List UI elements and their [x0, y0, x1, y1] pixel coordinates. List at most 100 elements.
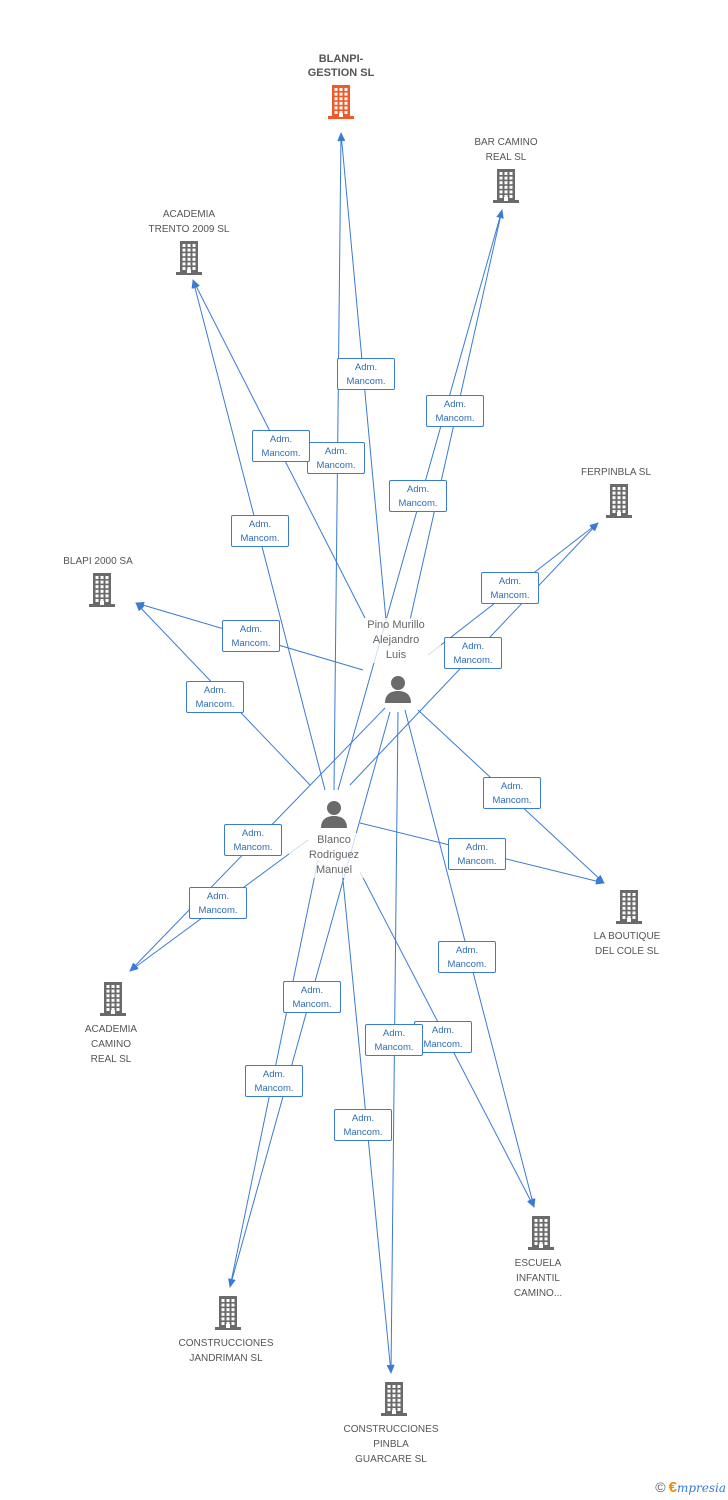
edge-label-pino-academia_camino[interactable]: Adm.Mancom.	[224, 824, 282, 856]
company-label-line: ACADEMIA	[162, 209, 216, 220]
edge-label-line: Mancom.	[398, 498, 438, 509]
edge-label-line: Mancom.	[457, 856, 497, 867]
edge-label-line: Mancom.	[435, 413, 475, 424]
edge-label-blanco-blapi[interactable]: Adm. Mancom.	[186, 681, 244, 713]
company-label-line: INFANTIL	[516, 1273, 560, 1284]
edge-label-line: Mancom.	[292, 999, 332, 1010]
edge-label-pino-escuela[interactable]: Adm.Mancom.	[414, 1021, 472, 1053]
edge-label-blanco-la_boutique[interactable]: Adm. Mancom.	[448, 838, 506, 870]
company-label-line: GUARCARE SL	[355, 1454, 427, 1465]
building-icon[interactable]	[526, 1216, 556, 1255]
edge-label-line: Mancom.	[240, 533, 280, 544]
edge-label-pino-blanpi[interactable]: Adm.Mancom.	[337, 358, 395, 390]
company-label-blapi[interactable]: BLAPI 2000 SA	[28, 554, 168, 569]
building-icon[interactable]	[326, 85, 356, 124]
person-label-line: Blanco	[317, 834, 351, 846]
edge-label-line: Adm.	[498, 576, 522, 587]
edge-label-pino-pinbla[interactable]: Adm.Mancom.	[365, 1024, 423, 1056]
company-label-line: CONSTRUCCIONES	[343, 1424, 439, 1435]
edge-label-pino-bar_camino[interactable]: Adm. Mancom.	[426, 395, 484, 427]
edge-label-line: Mancom.	[195, 699, 235, 710]
edge-label-line: Mancom.	[231, 638, 271, 649]
edge-label-blanco-jandriman[interactable]: Adm. Mancom.	[245, 1065, 303, 1097]
edge-label-blanco-escuela[interactable]: Adm. Mancom.	[438, 941, 496, 973]
company-label-line: GESTION SL	[307, 67, 375, 79]
brand-logo-initial: €	[668, 1479, 677, 1496]
edge-label-line: Mancom.	[453, 655, 493, 666]
edge-label-pino-ferpinbla[interactable]: Adm. Mancom.	[444, 637, 502, 669]
person-label-line: Manuel	[315, 864, 353, 876]
edges-layer	[129, 132, 605, 1374]
building-icon[interactable]	[98, 982, 128, 1021]
edge-label-blanco-bar_camino[interactable]: Adm. Mancom.	[389, 480, 447, 512]
edge-label-line: Mancom.	[261, 448, 301, 459]
edge-label-line: Mancom.	[374, 1042, 414, 1053]
edge-label-line: Adm.	[239, 624, 263, 635]
edge-label-line: Adm.	[406, 484, 430, 495]
building-icon[interactable]	[614, 890, 644, 929]
edge-label-line: Mancom.	[343, 1127, 383, 1138]
edge-label-line: Adm.	[324, 446, 348, 457]
edge-label-pino-academia_trento[interactable]: Adm.Mancom.	[252, 430, 310, 462]
edge-label-line: Mancom.	[346, 376, 386, 387]
edge-label-blanco-academia_trento[interactable]: Adm. Mancom.	[231, 515, 289, 547]
edge-label-line: Mancom.	[198, 905, 238, 916]
edge-label-blanco-ferpinbla[interactable]: Adm. Mancom.	[481, 572, 539, 604]
company-label-line: CAMINO	[91, 1039, 131, 1050]
edge-label-blanco-academia_camino[interactable]: Adm. Mancom.	[189, 887, 247, 919]
edge-label-line: Adm.	[465, 842, 489, 853]
building-icon[interactable]	[491, 169, 521, 208]
edge-label-blanco-pinbla[interactable]: Adm.Mancom.	[334, 1109, 392, 1141]
company-label-line: DEL COLE SL	[594, 946, 660, 957]
edge-label-line: Adm.	[443, 399, 467, 410]
edge-label-line: Adm.	[300, 985, 324, 996]
edge-label-pino-la_boutique[interactable]: Adm.Mancom.	[483, 777, 541, 809]
edge-label-line: Adm.	[461, 641, 485, 652]
person-icon[interactable]	[319, 799, 349, 834]
building-icon[interactable]	[87, 573, 117, 612]
company-label-line: PINBLA	[373, 1439, 409, 1450]
edge-label-line: Mancom.	[490, 590, 530, 601]
edge-label-line: Adm.	[455, 945, 479, 956]
edge-label-line: Adm.	[203, 685, 227, 696]
edge-label-pino-jandriman[interactable]: Adm. Mancom.	[283, 981, 341, 1013]
copyright-symbol: ©	[655, 1479, 666, 1495]
company-label-escuela[interactable]: ESCUELA INFANTIL CAMINO...	[468, 1256, 608, 1301]
company-label-line: CAMINO...	[513, 1288, 563, 1299]
edge-label-line: Mancom.	[254, 1083, 294, 1094]
person-label-line: Alejandro	[372, 634, 420, 646]
company-label-pinbla[interactable]: CONSTRUCCIONES PINBLA GUARCARE SL	[321, 1422, 461, 1467]
company-label-line: BLANPI-	[318, 53, 364, 65]
company-label-line: FERPINBLA SL	[580, 467, 652, 478]
company-label-line: BLAPI 2000 SA	[63, 556, 133, 567]
edge-label-line: Adm.	[248, 519, 272, 530]
brand-logo-text[interactable]: mpresia	[676, 1481, 726, 1495]
edge-label-line: Mancom.	[233, 842, 273, 853]
edge-label-blanco-blanpi[interactable]: Adm. Mancom.	[307, 442, 365, 474]
edge-label-line: Adm.	[206, 891, 230, 902]
company-label-ferpinbla[interactable]: FERPINBLA SL	[546, 465, 686, 480]
company-label-blanpi[interactable]: BLANPI- GESTION SL	[271, 52, 411, 80]
edge-label-line: Adm.	[431, 1025, 455, 1036]
building-icon[interactable]	[604, 484, 634, 523]
building-icon[interactable]	[174, 241, 204, 280]
company-label-line: BAR CAMINO	[474, 137, 538, 148]
building-icon[interactable]	[213, 1296, 243, 1335]
edge-label-line: Mancom.	[447, 959, 487, 970]
edge-label-line: Mancom.	[492, 795, 532, 806]
person-icon[interactable]	[383, 674, 413, 709]
company-label-line: ESCUELA	[514, 1258, 562, 1269]
edge-label-pino-blapi[interactable]: Adm. Mancom.	[222, 620, 280, 652]
company-label-line: JANDRIMAN SL	[189, 1353, 263, 1364]
edge-label-line: Mancom.	[316, 460, 356, 471]
building-icon[interactable]	[379, 1382, 409, 1421]
edge-label-line: Adm.	[262, 1069, 286, 1080]
